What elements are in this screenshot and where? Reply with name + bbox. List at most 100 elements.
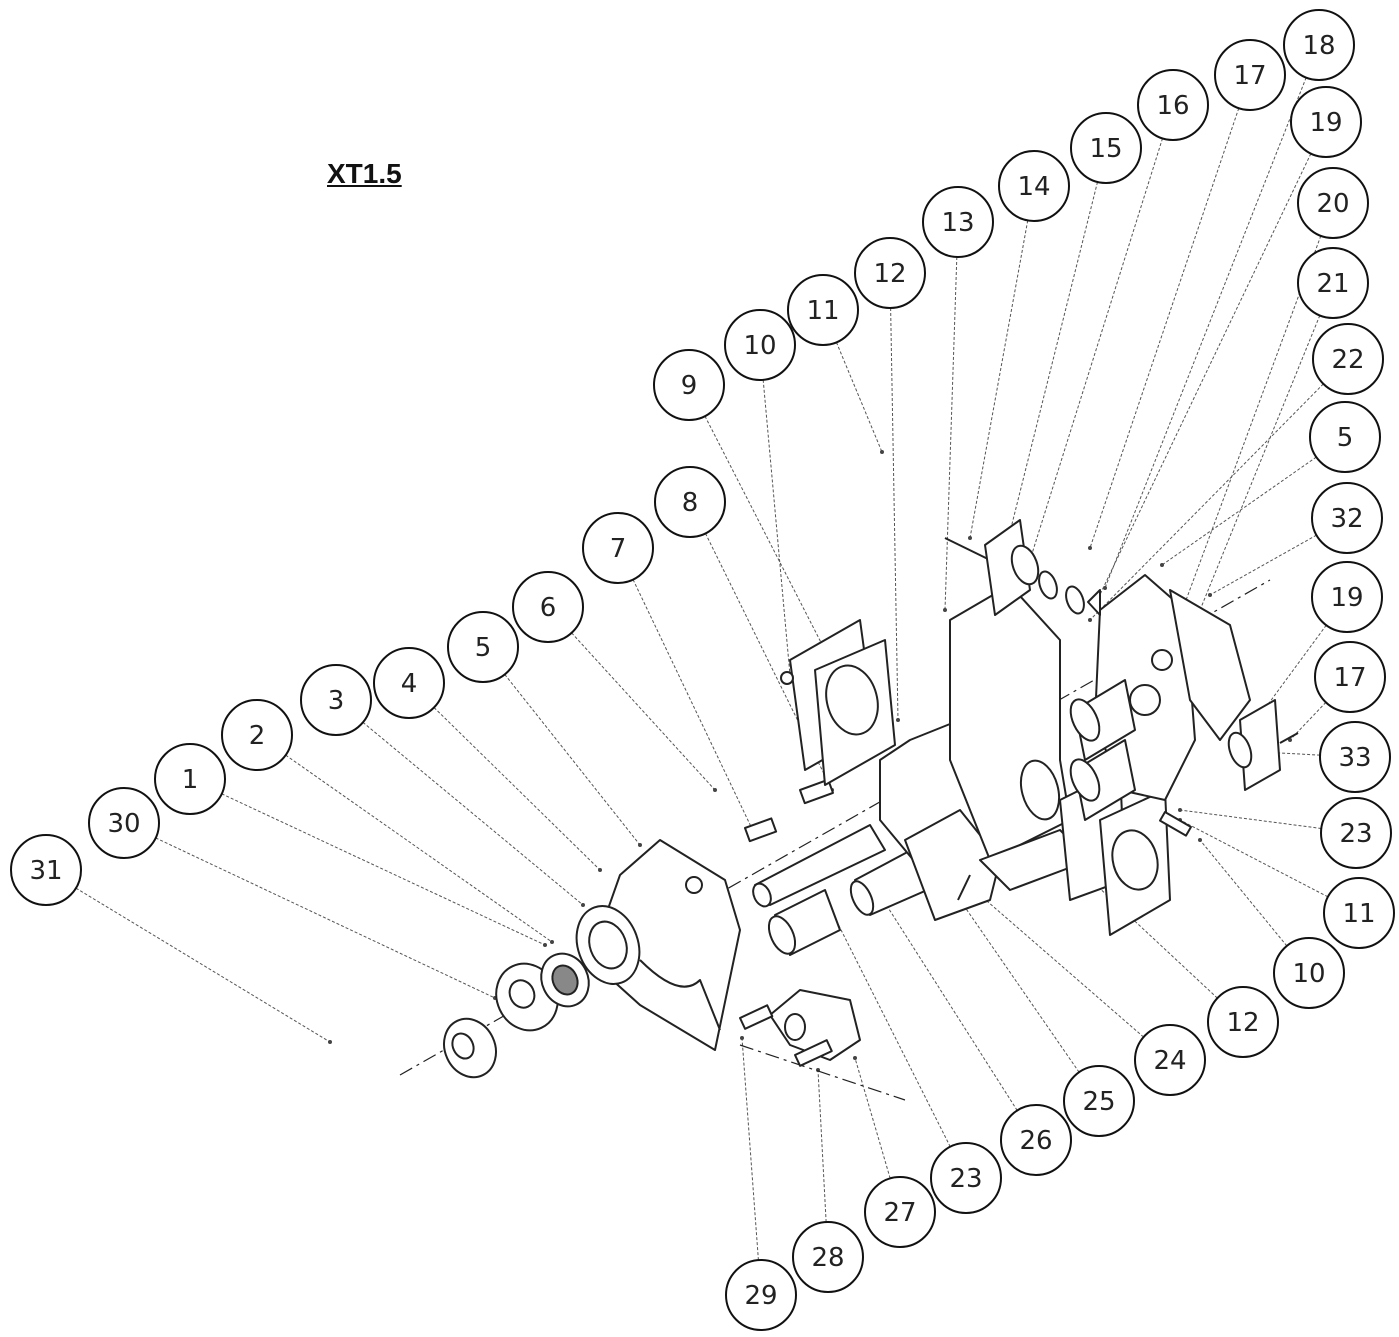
callout-number: 17 bbox=[1333, 663, 1366, 693]
callout-circle bbox=[1290, 86, 1362, 158]
callout-circle bbox=[1311, 561, 1383, 633]
part-callout: 10 bbox=[1273, 937, 1345, 1009]
callout-number: 25 bbox=[1082, 1087, 1115, 1117]
leader-line bbox=[1029, 138, 1163, 561]
callout-number: 11 bbox=[806, 296, 839, 326]
leader-line bbox=[879, 894, 1018, 1111]
diagram-title: XT1.5 bbox=[327, 158, 402, 189]
callout-circle bbox=[654, 466, 726, 538]
callout-circle bbox=[1000, 1104, 1072, 1176]
leader-line bbox=[959, 899, 1080, 1073]
part-callout: 32 bbox=[1311, 482, 1383, 554]
part-callout: 16 bbox=[1137, 69, 1209, 141]
leader-line bbox=[1161, 456, 1317, 566]
part-callout: 25 bbox=[1063, 1065, 1135, 1137]
part-callout: 31 bbox=[10, 834, 82, 906]
leader-line bbox=[571, 632, 716, 791]
callout-number: 11 bbox=[1342, 899, 1375, 929]
callout-circle bbox=[1134, 1024, 1206, 1096]
callout-number: 3 bbox=[328, 686, 345, 716]
callout-number: 5 bbox=[475, 633, 492, 663]
leader-line bbox=[817, 1069, 827, 1223]
leader-line bbox=[75, 887, 331, 1043]
leader-line bbox=[831, 911, 951, 1147]
part-callout: 33 bbox=[1319, 721, 1391, 793]
leader-dot bbox=[550, 940, 554, 944]
callout-number: 15 bbox=[1089, 134, 1122, 164]
callout-number: 10 bbox=[743, 331, 776, 361]
leader-line bbox=[854, 1057, 891, 1179]
callout-circle bbox=[930, 1142, 1002, 1214]
leader-line bbox=[741, 1037, 759, 1261]
leader-line bbox=[221, 793, 546, 946]
callout-circle bbox=[792, 1221, 864, 1293]
callout-number: 19 bbox=[1309, 108, 1342, 138]
callout-circle bbox=[154, 743, 226, 815]
leader-line bbox=[285, 754, 553, 943]
leader-dot bbox=[880, 450, 884, 454]
callout-circle bbox=[512, 571, 584, 643]
callout-circle bbox=[653, 349, 725, 421]
leader-dot bbox=[1160, 563, 1164, 567]
callout-circle bbox=[725, 1259, 797, 1331]
axis-line bbox=[739, 1044, 906, 1101]
shaft-part bbox=[752, 824, 886, 908]
callout-number: 20 bbox=[1316, 189, 1349, 219]
leader-line bbox=[979, 894, 1144, 1038]
part-callout: 22 bbox=[1312, 323, 1384, 395]
callout-number: 26 bbox=[1019, 1126, 1052, 1156]
callout-number: 30 bbox=[107, 809, 140, 839]
callout-circle bbox=[1283, 9, 1355, 81]
leader-line bbox=[433, 707, 601, 871]
callout-number: 14 bbox=[1017, 172, 1050, 202]
leader-line bbox=[835, 342, 883, 453]
part-callout: 11 bbox=[787, 274, 859, 346]
leader-line bbox=[1094, 153, 1312, 606]
leader-line bbox=[1209, 534, 1317, 596]
callout-number: 33 bbox=[1338, 743, 1371, 773]
part-callout: 9 bbox=[653, 349, 725, 421]
part-callout: 17 bbox=[1214, 39, 1286, 111]
callout-number: 21 bbox=[1316, 269, 1349, 299]
leader-line bbox=[762, 379, 791, 676]
callout-circle bbox=[1207, 986, 1279, 1058]
callout-circle bbox=[88, 787, 160, 859]
part-callout: 13 bbox=[922, 186, 994, 258]
part-callout: 7 bbox=[582, 512, 654, 584]
callout-number: 24 bbox=[1153, 1046, 1186, 1076]
callout-number: 16 bbox=[1156, 91, 1189, 121]
part-callout: 6 bbox=[512, 571, 584, 643]
part-callout: 15 bbox=[1070, 112, 1142, 184]
bushing-part bbox=[1069, 679, 1136, 821]
callout-number: 12 bbox=[873, 259, 906, 289]
leader-dot bbox=[1088, 618, 1092, 622]
callout-circle bbox=[10, 834, 82, 906]
part-callout: 5 bbox=[1309, 401, 1381, 473]
part-callout: 14 bbox=[998, 150, 1070, 222]
callout-number: 9 bbox=[681, 371, 698, 401]
leader-dot bbox=[1088, 546, 1092, 550]
callout-number: 32 bbox=[1330, 504, 1363, 534]
stud-part bbox=[957, 874, 971, 901]
part-callout: 20 bbox=[1297, 167, 1369, 239]
leader-line bbox=[632, 579, 756, 836]
leader-dot bbox=[328, 1040, 332, 1044]
callout-number: 2 bbox=[249, 721, 266, 751]
key-part bbox=[744, 778, 834, 843]
callout-circle bbox=[1309, 401, 1381, 473]
callout-circle bbox=[787, 274, 859, 346]
part-callout: 12 bbox=[854, 237, 926, 309]
part-callout: 21 bbox=[1297, 247, 1369, 319]
leader-line bbox=[1289, 702, 1327, 741]
part-callout: 30 bbox=[88, 787, 160, 859]
leader-line bbox=[705, 533, 833, 791]
part-callout: 3 bbox=[300, 664, 372, 736]
leader-dot bbox=[943, 608, 947, 612]
leader-line bbox=[944, 256, 958, 611]
outlet-flange-part bbox=[739, 989, 861, 1067]
callout-number: 19 bbox=[1330, 583, 1363, 613]
callout-number: 5 bbox=[1337, 423, 1354, 453]
leader-dot bbox=[1198, 838, 1202, 842]
part-callout: 18 bbox=[1283, 9, 1355, 81]
